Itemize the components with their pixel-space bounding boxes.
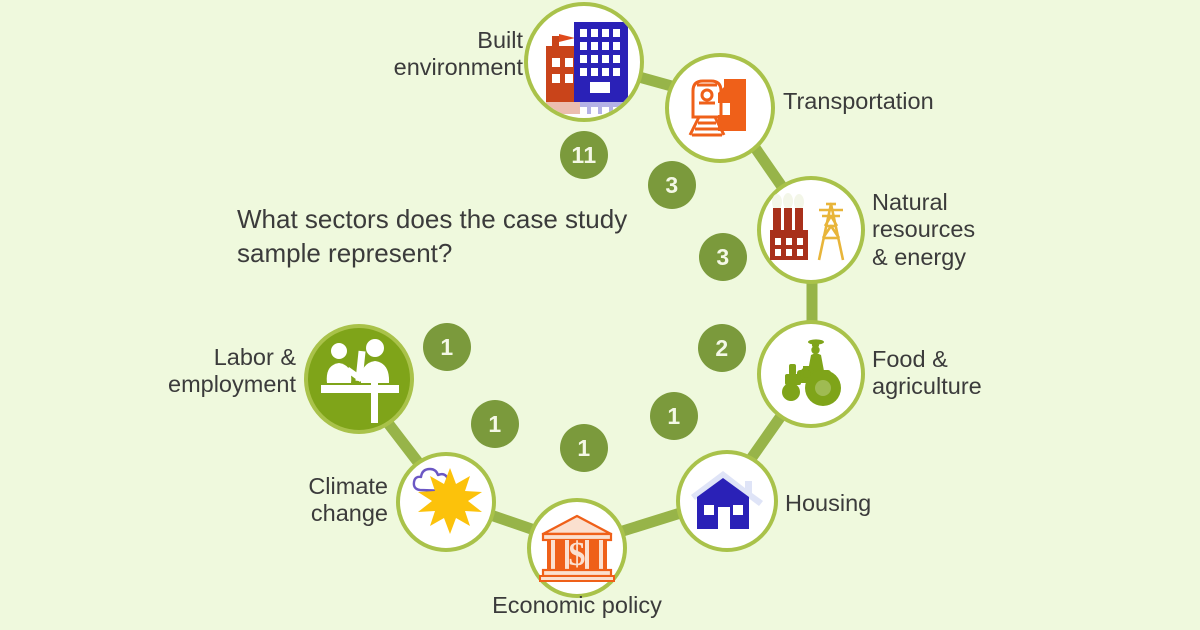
factory-powerline-icon: [770, 193, 845, 261]
bank-dollar-icon: $: [539, 514, 615, 582]
label-food-agriculture: Food & agriculture: [872, 346, 982, 400]
badge-food-agriculture: 2: [698, 324, 746, 372]
badge-labor-employment: 1: [423, 323, 471, 371]
badge-transportation: 3: [648, 161, 696, 209]
label-transportation: Transportation: [783, 88, 934, 114]
question-text: What sectors does the case study sample …: [237, 204, 628, 268]
svg-text:$: $: [569, 536, 586, 573]
label-labor-employment: Labor & employment: [168, 344, 296, 398]
node-natural-resources-energy[interactable]: [757, 176, 865, 284]
label-economic-policy: Economic policy: [492, 592, 662, 618]
label-climate-change: Climate change: [308, 473, 388, 527]
badge-climate-change: 1: [471, 400, 519, 448]
workers-desk-icon: [321, 339, 399, 423]
badge-built-environment: 11: [560, 131, 608, 179]
house-icon: [691, 471, 763, 529]
badge-housing: 1: [650, 392, 698, 440]
node-labor-employment[interactable]: [304, 324, 414, 434]
label-built-environment: Built environment: [393, 27, 523, 81]
train-icon: [688, 79, 746, 137]
label-housing: Housing: [785, 490, 872, 516]
node-climate-change[interactable]: [396, 452, 496, 552]
sun-cloud-icon: [412, 467, 482, 534]
label-natural-resources-energy: Natural resources & energy: [872, 189, 976, 270]
tractor-icon: [782, 339, 841, 406]
badge-economic-policy: 1: [560, 424, 608, 472]
node-built-environment[interactable]: [524, 2, 644, 122]
node-housing[interactable]: [676, 450, 778, 552]
badge-natural-resources-energy: 3: [699, 233, 747, 281]
node-transportation[interactable]: [665, 53, 775, 163]
building-icon: [546, 22, 628, 114]
node-food-agriculture[interactable]: [757, 320, 865, 428]
node-economic-policy[interactable]: $: [527, 498, 627, 598]
